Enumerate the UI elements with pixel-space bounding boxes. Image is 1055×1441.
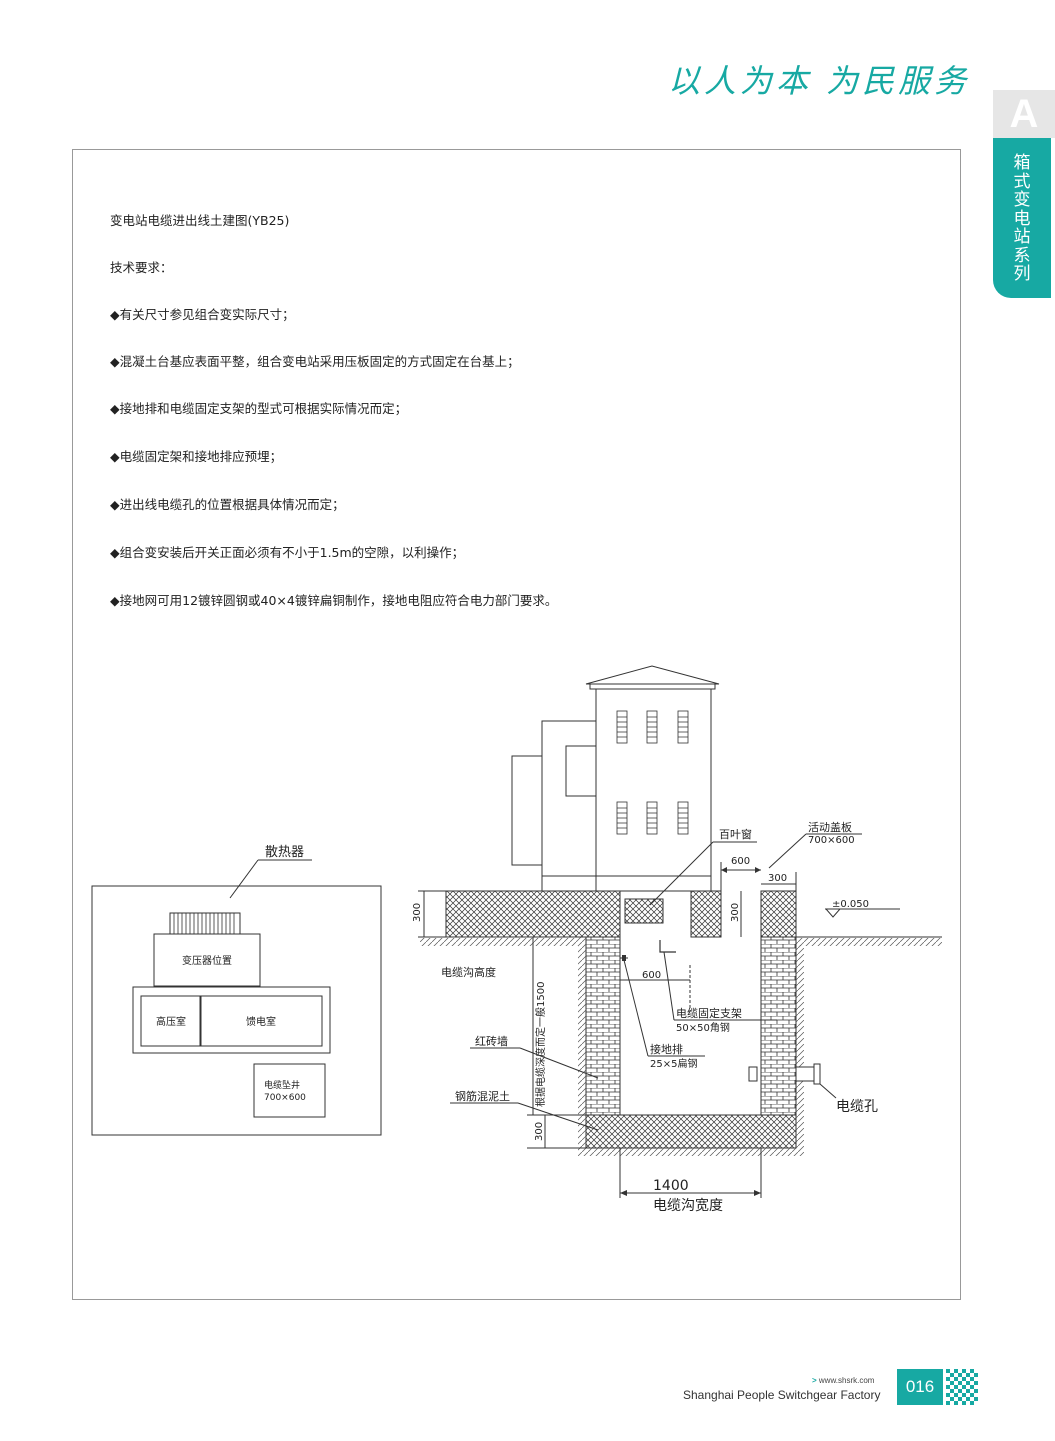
footer-company: Shanghai People Switchgear Factory [683,1388,881,1402]
dim-600-top: 600 [731,856,750,867]
rc-concrete-label: 钢筋混泥土 [455,1089,510,1103]
feeder-room-label: 馈电室 [246,1015,276,1028]
requirement-item: ◆接地网可用12镀锌圆钢或40×4镀锌扁铜制作，接地电阻应符合电力部门要求。 [110,593,558,608]
cover-size: 700×600 [808,835,855,846]
elevation-label: ±0.050 [832,899,869,910]
cabinet-vents [616,710,689,835]
section-view: 300 600 300 300 ±0.050 百叶窗 活动盖板 700×600 … [412,665,942,1214]
section-tab-label: 箱式变电站系列 [1013,153,1031,284]
trench-width-label: 电缆沟宽度 [653,1197,723,1214]
trench-height-label: 电缆沟高度 [441,965,496,979]
cable-pit-size: 700×600 [264,1093,306,1103]
requirements-heading: 技术要求： [110,260,173,275]
requirement-item: ◆混凝土台基应表面平整，组合变电站采用压板固定的方式固定在台基上； [110,354,520,369]
dim-600-inner: 600 [642,970,661,981]
requirement-item: ◆进出线电缆孔的位置根据具体情况而定； [110,497,345,512]
brick-wall-label: 红砖墙 [475,1034,508,1048]
dim-300-bottom: 300 [534,1122,545,1141]
requirement-item: ◆组合变安装后开关正面必须有不小于1.5m的空隙，以利操作； [110,545,465,560]
requirement-item: ◆接地排和电缆固定支架的型式可根据实际情况而定； [110,401,408,416]
section-tab[interactable]: 箱式变电站系列 [993,138,1051,298]
cabinet [511,665,720,892]
section-letter-tab[interactable]: A [993,90,1055,138]
plan-view: 散热器 变压器位置 高压室 馈电室 电缆坠井 700×600 [91,845,382,1136]
dim-300-mid: 300 [730,903,741,922]
arrow-icon: > [812,1376,817,1385]
requirement-item: ◆有关尺寸参见组合变实际尺寸； [110,307,295,322]
page-title: 变电站电缆进出线土建图(YB25) [110,213,290,228]
depth-note: 根据电缆深度而定一般1500 [534,982,547,1107]
louver-label: 百叶窗 [719,827,752,841]
content-frame [72,149,961,1300]
page-number: 016 [897,1369,943,1405]
cable-pit-label: 电缆坠井 [264,1079,300,1091]
slogan: 以人为本 为民服务 [668,62,971,100]
requirement-item: ◆电缆固定架和接地排应预埋； [110,449,283,464]
radiator-label: 散热器 [265,845,304,860]
bracket-label: 电缆固定支架 [676,1006,742,1020]
transformer-label: 变压器位置 [182,954,232,967]
footer-url-text: www.shsrk.com [818,1376,875,1385]
radiator-fins [169,912,241,935]
ground-bar-spec: 25×5扁钢 [650,1057,697,1070]
ground-bar-label: 接地排 [650,1042,683,1056]
dim-300-left: 300 [412,903,423,922]
footer-url[interactable]: > www.shsrk.com [812,1376,874,1385]
dim-300-top: 300 [768,873,787,884]
bracket-spec: 50×50角钢 [676,1021,730,1034]
trench-width-value: 1400 [653,1178,689,1194]
hv-room-label: 高压室 [156,1015,186,1028]
checker-pattern-icon [946,1369,978,1405]
cable-hole-label: 电缆孔 [836,1099,878,1115]
cover-label: 活动盖板 [808,820,852,834]
